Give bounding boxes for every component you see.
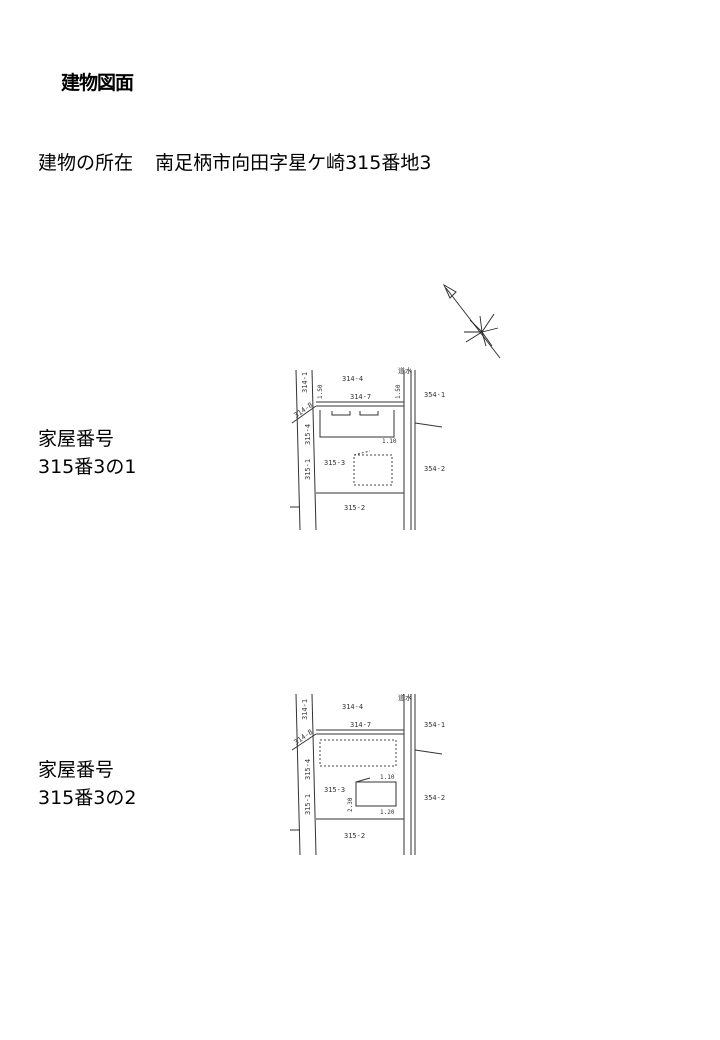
lot-label-center: 315-3: [324, 459, 345, 467]
lot-label-nw-small: 314-8: [293, 401, 315, 420]
dimension-label: 1.50: [317, 384, 324, 399]
north-arrow-compass-icon: [442, 283, 501, 359]
lot-label-e-upper: 354-1: [424, 391, 445, 399]
lot-label-s: 315-2: [344, 504, 365, 512]
lot-label-n: 314-4: [342, 703, 363, 711]
lot-label-nw: 314-1: [301, 372, 309, 393]
lot-label-strip: 314-7: [350, 393, 371, 401]
dimension-label: 1.10: [380, 774, 395, 781]
page-title: 建物図面: [61, 72, 134, 94]
house-number-value: 315番3の1: [38, 456, 137, 478]
lot-label-e-lower: 354-2: [424, 794, 445, 802]
house-number-label: 家屋番号: [38, 759, 115, 781]
lot-label-s: 315-2: [344, 832, 365, 840]
lot-label-w-small: 315-4: [304, 759, 312, 780]
lot-label-nw: 314-1: [301, 699, 309, 720]
lot-label-e-upper: 354-1: [424, 721, 445, 729]
location-value: 南足柄市向田字星ケ崎315番地3: [155, 152, 432, 174]
lot-label-channel: 道水: [398, 693, 412, 702]
house-number-value: 315番3の2: [38, 787, 137, 809]
building-location: 建物の所在 南足柄市向田字星ケ崎315番地3: [38, 148, 431, 175]
lot-label-w: 315-1: [304, 459, 312, 480]
lot-label-w: 315-1: [304, 794, 312, 815]
house-number-label: 家屋番号: [38, 428, 115, 450]
site-plan-1: 314-4 314-1 314-7 314-8 315-4 315-1 315-…: [290, 366, 445, 530]
dimension-label: 1.10: [382, 438, 397, 445]
dimension-label: 1.50: [395, 384, 402, 399]
lot-label-channel: 道水: [398, 366, 412, 375]
location-label: 建物の所在: [38, 152, 134, 174]
dimension-label: 1.20: [380, 809, 395, 816]
lot-label-center: 315-3: [324, 786, 345, 794]
house-number-block-1: 家屋番号 315番3の1: [38, 425, 136, 481]
lot-label-n: 314-4: [342, 375, 363, 383]
lot-label-w-small: 315-4: [304, 424, 312, 445]
site-plan-2: 314-4 314-1 314-7 314-8 315-4 315-1 315-…: [290, 693, 445, 856]
lot-label-strip: 314-7: [350, 721, 371, 729]
lot-label-e-lower: 354-2: [424, 465, 445, 473]
house-number-block-2: 家屋番号 315番3の2: [38, 756, 136, 812]
dimension-label: 2.30: [347, 797, 354, 812]
